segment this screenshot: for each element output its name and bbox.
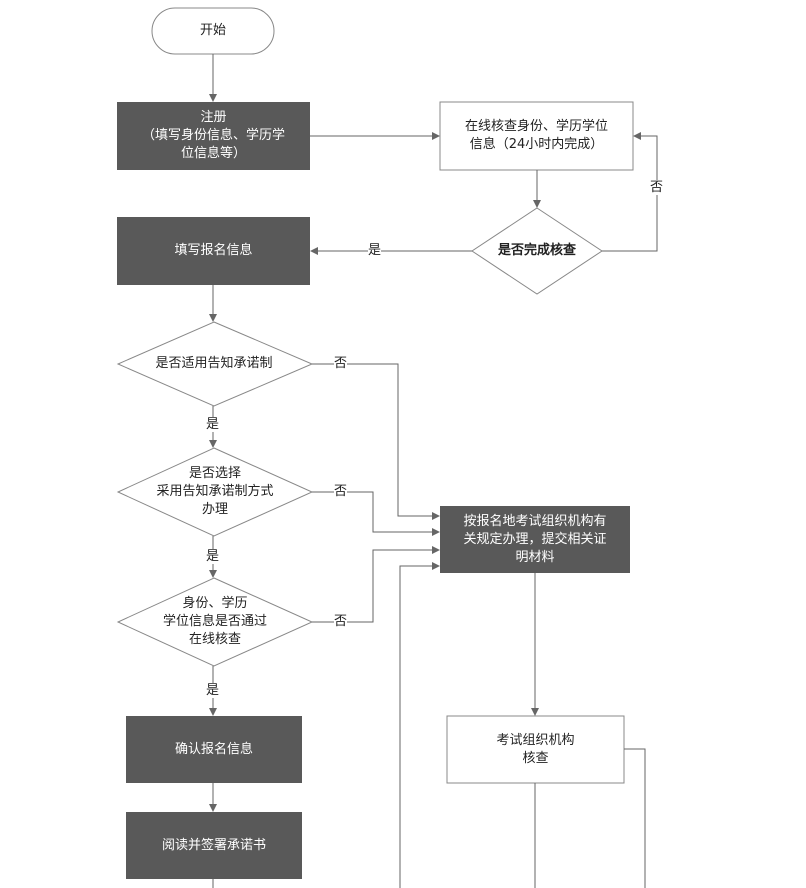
submit-proof-box xyxy=(440,506,630,573)
online-check-label: 在线核查身份、学历学位 信息（24小时内完成） xyxy=(464,119,608,152)
edge-label-no-recheck: 否 xyxy=(650,180,664,195)
fill-info-label: 填写报名信息 xyxy=(174,243,253,258)
edge-label-no-choose: 否 xyxy=(334,484,348,499)
edge-apply-no xyxy=(312,363,440,520)
apply-commit-diamond xyxy=(116,321,314,407)
confirm-info-box xyxy=(126,716,302,783)
edge-label-yes-apply: 是 xyxy=(206,417,220,432)
edge-pass-no xyxy=(312,546,440,623)
confirm-info-label: 确认报名信息 xyxy=(174,741,253,757)
choose-commit-label: 是否选择 采用告知承诺制方式 办理 xyxy=(156,466,274,517)
sign-commit-box xyxy=(126,812,302,879)
edge-label-yes-fill: 是 xyxy=(368,243,382,258)
edge-review-right xyxy=(624,748,646,888)
check-done-diamond xyxy=(471,207,603,295)
edge-label-no-pass: 否 xyxy=(334,614,348,629)
edge-choose-no xyxy=(312,491,440,536)
start-label: 开始 xyxy=(199,23,226,38)
choose-commit-diamond xyxy=(116,447,314,537)
sign-commit-label: 阅读并签署承诺书 xyxy=(161,837,266,853)
fill-info-box xyxy=(117,217,310,285)
agency-review-label: 考试组织机构 核查 xyxy=(496,732,575,766)
pass-check-label: 身份、学历 学位信息是否通过 在线核查 xyxy=(162,596,267,647)
edge-label-yes-pass: 是 xyxy=(206,683,220,698)
edge-loop-back xyxy=(399,562,440,888)
apply-commit-label: 是否适用告知承诺制 xyxy=(155,356,273,371)
edge-label-no-apply: 否 xyxy=(334,356,348,371)
agency-review-box xyxy=(446,715,625,784)
register-box xyxy=(117,102,310,170)
register-label: 注册 （填写身份信息、学历学 位信息等） xyxy=(141,110,285,161)
pass-check-diamond xyxy=(116,577,314,667)
submit-proof-label: 按报名地考试组织机构有 关规定办理，提交相关证 明材料 xyxy=(463,513,607,565)
check-done-label: 是否完成核查 xyxy=(497,243,576,258)
edge-label-yes-choose: 是 xyxy=(206,549,220,564)
